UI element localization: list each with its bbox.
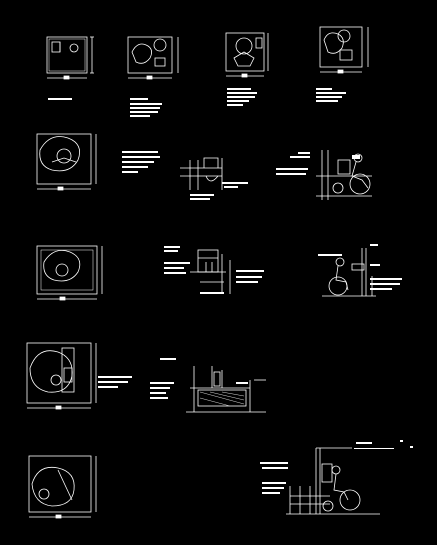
elevation-wheelchair-sink — [318, 244, 402, 297]
plan-e-notes — [122, 151, 160, 173]
plan-f — [36, 245, 103, 301]
plan-e — [36, 133, 97, 191]
plan-b — [127, 36, 179, 117]
plan-a — [46, 36, 94, 100]
plan-g — [26, 342, 132, 410]
elevation-wheelchair-lavatory — [260, 440, 413, 515]
plan-h — [28, 455, 97, 519]
elevation-wheelchair-toilet — [276, 150, 372, 200]
section-grab-bar — [180, 157, 248, 200]
plan-d — [316, 26, 369, 102]
plan-c — [225, 32, 269, 106]
section-bath — [150, 358, 266, 413]
section-sink — [164, 246, 264, 294]
